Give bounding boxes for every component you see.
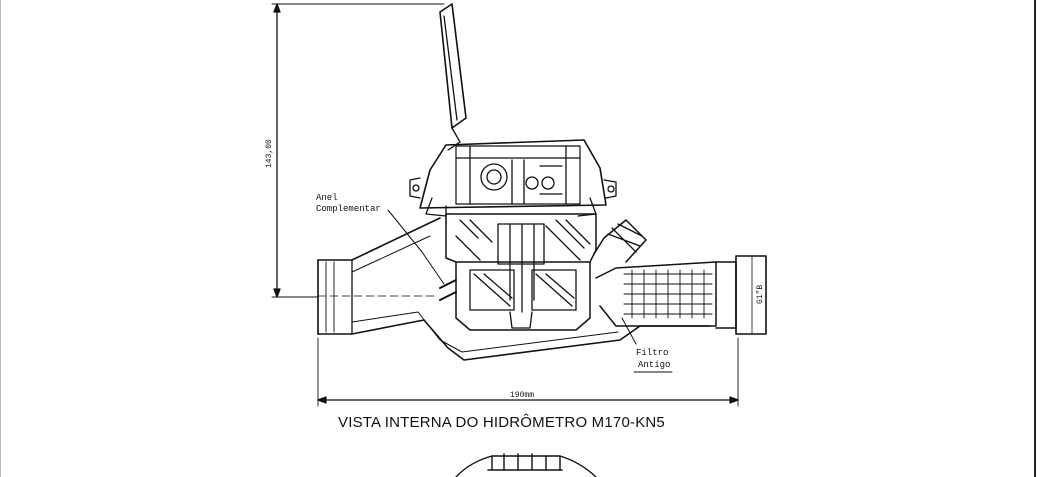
page-right-edge bbox=[1034, 0, 1036, 477]
height-dimension bbox=[271, 3, 445, 298]
label-filtro-line2: Antigo bbox=[638, 360, 670, 370]
next-drawing-fragment bbox=[455, 453, 597, 477]
label-anel-line2: Complementar bbox=[316, 204, 381, 214]
length-dimension-label: 190mm bbox=[510, 391, 534, 400]
height-dimension-label: 143,00 bbox=[265, 139, 274, 168]
leader-lines bbox=[387, 209, 673, 373]
open-lid bbox=[439, 3, 467, 151]
length-dimension bbox=[317, 337, 739, 407]
label-filtro-line1: Filtro bbox=[636, 348, 668, 358]
measuring-chamber bbox=[439, 261, 591, 331]
outlet-filter-section bbox=[593, 219, 767, 335]
label-anel-line1: Anel bbox=[316, 193, 338, 203]
register-head bbox=[409, 139, 617, 217]
pipe-body bbox=[317, 217, 711, 361]
page-left-edge bbox=[0, 0, 1, 477]
thread-dimension-label: G1"B bbox=[756, 285, 765, 304]
figure-caption: VISTA INTERNA DO HIDRÔMETRO M170-KN5 bbox=[338, 414, 665, 431]
